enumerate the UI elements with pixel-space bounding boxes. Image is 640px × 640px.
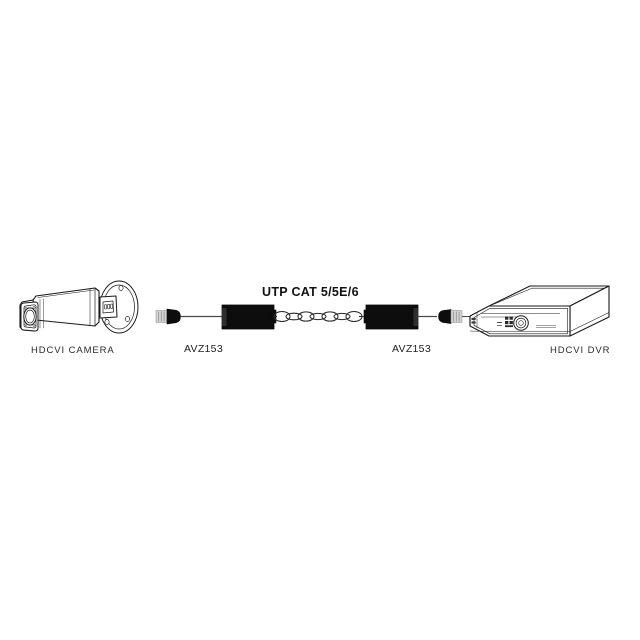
cable-label: UTP CAT 5/5E/6	[262, 285, 359, 299]
video-balun-icon	[221, 304, 277, 330]
bullet-camera-icon	[19, 280, 139, 334]
dvr-label: HDCVI DVR	[550, 345, 611, 356]
bnc-connector-icon	[418, 309, 470, 324]
video-balun-icon	[363, 304, 419, 330]
camera-label: HDCVI CAMERA	[31, 345, 115, 356]
twisted-pair-cable-icon	[273, 310, 364, 323]
dvr-icon	[469, 285, 610, 337]
balun-right-label: AVZ153	[392, 343, 431, 355]
bnc-connector-icon	[155, 308, 222, 325]
balun-left-label: AVZ153	[184, 343, 223, 355]
